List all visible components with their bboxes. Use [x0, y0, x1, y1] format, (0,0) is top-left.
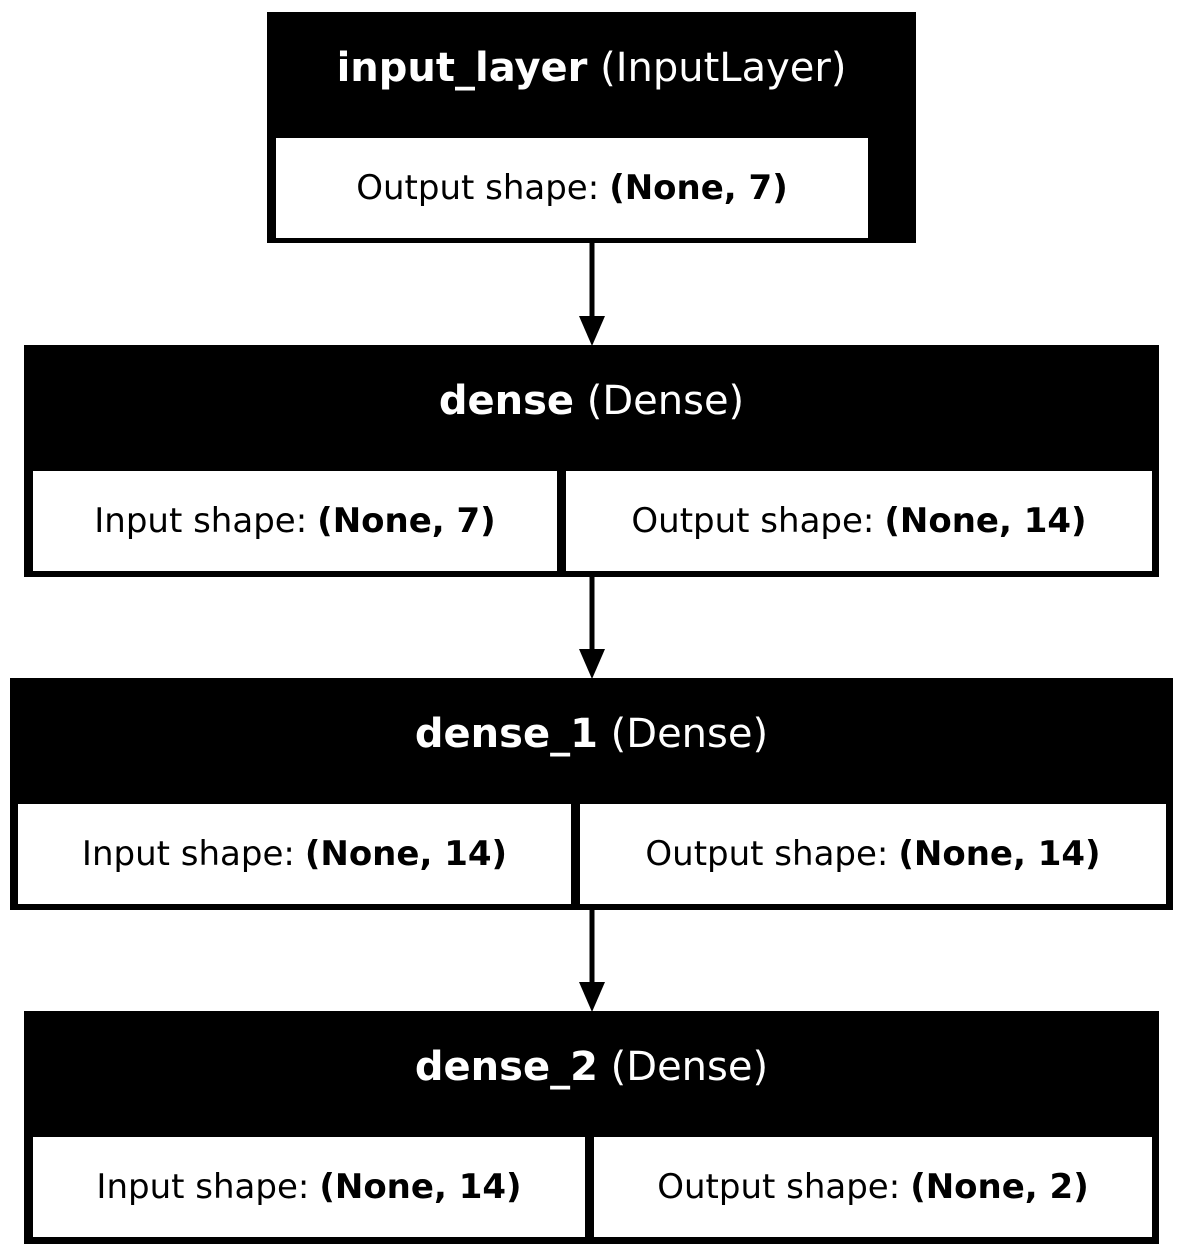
layer-name: dense_2 — [414, 1044, 598, 1090]
output-shape-value: (None, 2) — [910, 1167, 1089, 1207]
layer-type: (Dense) — [610, 1044, 769, 1090]
input-shape-value: (None, 14) — [304, 834, 508, 874]
output-shape-cell: Output shape: (None, 14) — [566, 471, 1152, 571]
output-shape-cell: Output shape: (None, 7) — [276, 138, 868, 238]
input-shape-value: (None, 7) — [317, 501, 496, 541]
output-shape-label: Output shape: — [657, 1167, 901, 1207]
input-shape-label: Input shape: — [94, 501, 308, 541]
output-shape-label: Output shape: — [645, 834, 889, 874]
layer-type: (Dense) — [610, 711, 769, 757]
edge-dense-to-dense-1 — [579, 575, 605, 679]
output-shape-value: (None, 14) — [898, 834, 1101, 874]
node-input-layer: input_layer (InputLayer) Output shape: (… — [267, 12, 916, 243]
edge-input-layer-to-dense — [579, 241, 605, 346]
output-shape-cell: Output shape: (None, 14) — [580, 804, 1166, 904]
output-shape-value: (None, 7) — [609, 168, 788, 208]
input-shape-cell: Input shape: (None, 14) — [18, 804, 571, 904]
output-shape-label: Output shape: — [631, 501, 875, 541]
input-shape-label: Input shape: — [81, 834, 295, 874]
node-dense-2: dense_2 (Dense) Input shape: (None, 14) … — [24, 1011, 1159, 1244]
layer-name: dense — [438, 378, 575, 424]
layer-name: input_layer — [336, 45, 588, 91]
node-title: dense (Dense) — [24, 377, 1159, 425]
node-dense-1: dense_1 (Dense) Input shape: (None, 14) … — [10, 678, 1173, 910]
input-shape-cell: Input shape: (None, 7) — [33, 471, 557, 571]
input-shape-label: Input shape: — [96, 1167, 310, 1207]
layer-name: dense_1 — [414, 711, 598, 757]
edge-dense-1-to-dense-2 — [579, 908, 605, 1012]
layer-type: (InputLayer) — [600, 45, 847, 91]
node-title: input_layer (InputLayer) — [267, 44, 916, 92]
output-shape-cell: Output shape: (None, 2) — [594, 1137, 1152, 1237]
layer-type: (Dense) — [586, 378, 745, 424]
node-title: dense_2 (Dense) — [24, 1043, 1159, 1091]
node-dense: dense (Dense) Input shape: (None, 7) Out… — [24, 345, 1159, 577]
output-shape-value: (None, 14) — [884, 501, 1087, 541]
input-shape-value: (None, 14) — [319, 1167, 522, 1207]
output-shape-label: Output shape: — [356, 168, 600, 208]
input-shape-cell: Input shape: (None, 14) — [33, 1137, 585, 1237]
node-title: dense_1 (Dense) — [10, 710, 1173, 758]
